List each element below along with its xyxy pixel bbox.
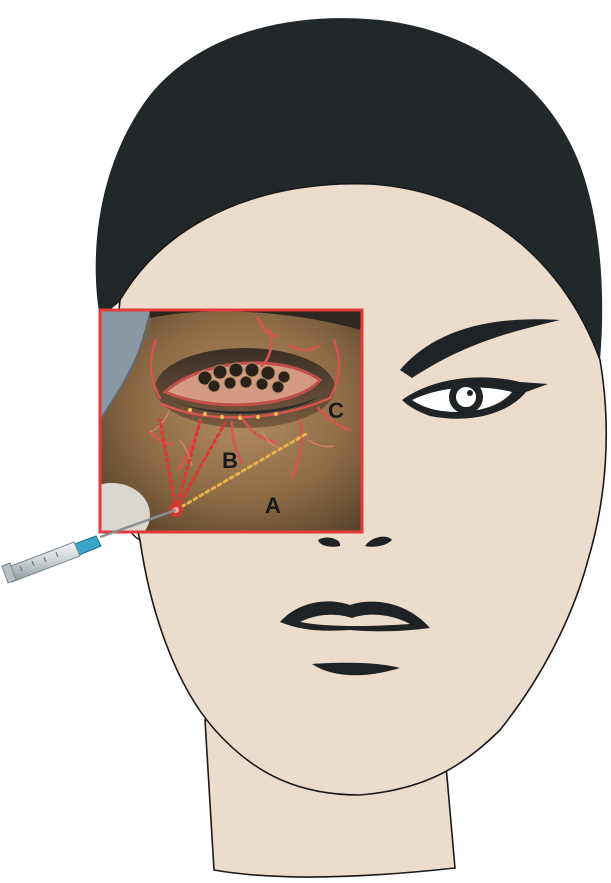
label-c: C bbox=[328, 398, 344, 423]
label-a: A bbox=[265, 493, 281, 518]
inset-photo bbox=[74, 310, 362, 547]
label-b: B bbox=[222, 448, 238, 473]
